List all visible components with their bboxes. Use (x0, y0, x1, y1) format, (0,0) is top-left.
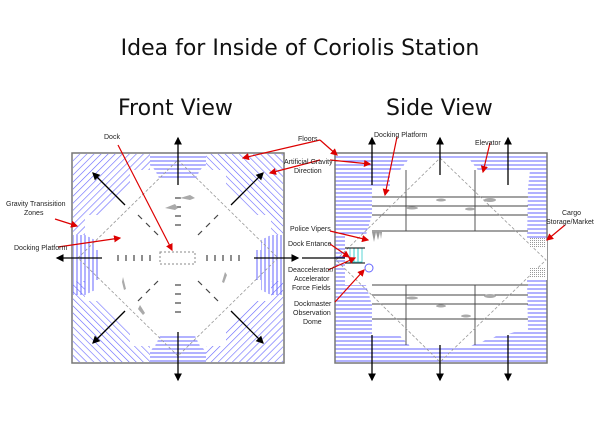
label-dockmaster-2: Observation (293, 310, 331, 317)
label-gravity-zones-2: Zones (24, 210, 44, 217)
label-dockmaster-3: Dome (303, 319, 322, 326)
diagram-title: Idea for Inside of Coriolis Station (120, 36, 480, 61)
side-view-heading: Side View (386, 96, 493, 121)
annotation-arrows (54, 136, 566, 303)
label-docking-platform-front: Docking Platform (14, 245, 68, 252)
label-police-vipers: Police Vipers (290, 226, 331, 233)
front-view-diagram (55, 136, 300, 382)
label-cargo-1: Cargo (562, 210, 582, 217)
label-dock: Dock (104, 134, 120, 141)
label-dock-entrance: Dock Entance (288, 241, 332, 248)
label-gravity-zones-1: Gravity Transisition (6, 201, 66, 208)
label-artificial-gravity-2: Direction (294, 168, 322, 175)
label-artificial-gravity-1: Artificial Gravity (284, 159, 333, 166)
front-view-heading: Front View (118, 96, 233, 121)
side-view-diagram (302, 136, 548, 382)
label-force-fields-1: Deaccelerator/ (288, 267, 334, 274)
label-force-fields-3: Force Fields (292, 285, 331, 292)
label-force-fields-2: Accelerator (294, 276, 330, 283)
label-dockmaster-1: Dockmaster (294, 301, 332, 308)
label-elevator: Elevator (475, 140, 501, 147)
label-cargo-2: Storage/Market (546, 219, 594, 226)
label-floors: Floors (298, 136, 318, 143)
label-docking-platform-side: Docking Platform (374, 132, 428, 139)
